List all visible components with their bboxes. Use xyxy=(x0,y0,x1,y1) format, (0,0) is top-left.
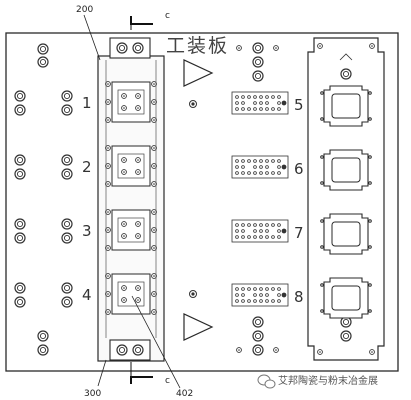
station-number-1: 1 xyxy=(82,94,92,112)
station-number-2: 2 xyxy=(82,158,92,176)
station-number-7: 7 xyxy=(294,224,304,242)
station-number-4: 4 xyxy=(82,286,92,304)
leader-line-300 xyxy=(97,359,107,387)
flow-arrow-top-icon xyxy=(183,59,214,87)
watermark-text: 艾邦陶瓷与粉末冶金展 xyxy=(278,374,378,387)
carrier-nests xyxy=(105,81,157,315)
square-nests xyxy=(320,85,372,319)
station-number-3: 3 xyxy=(82,222,92,240)
plate-title: 工装板 xyxy=(166,35,229,57)
station-number-8: 8 xyxy=(294,288,304,306)
flow-arrow-bottom-icon xyxy=(183,313,214,341)
section-marker-top xyxy=(130,16,153,30)
leader-line-200 xyxy=(83,14,101,61)
reference-label-300: 300 xyxy=(84,389,101,399)
wechat-icon xyxy=(257,374,276,389)
section-mark-bottom-label: c xyxy=(165,376,170,386)
reference-label-402: 402 xyxy=(176,389,193,399)
reference-label-200: 200 xyxy=(76,5,93,15)
leader-line-402 xyxy=(131,295,181,389)
connector-blocks xyxy=(231,91,289,307)
section-marker-bottom xyxy=(130,362,153,384)
station-number-6: 6 xyxy=(294,160,304,178)
section-mark-top-label: c xyxy=(165,11,170,21)
station-number-5: 5 xyxy=(294,96,304,114)
